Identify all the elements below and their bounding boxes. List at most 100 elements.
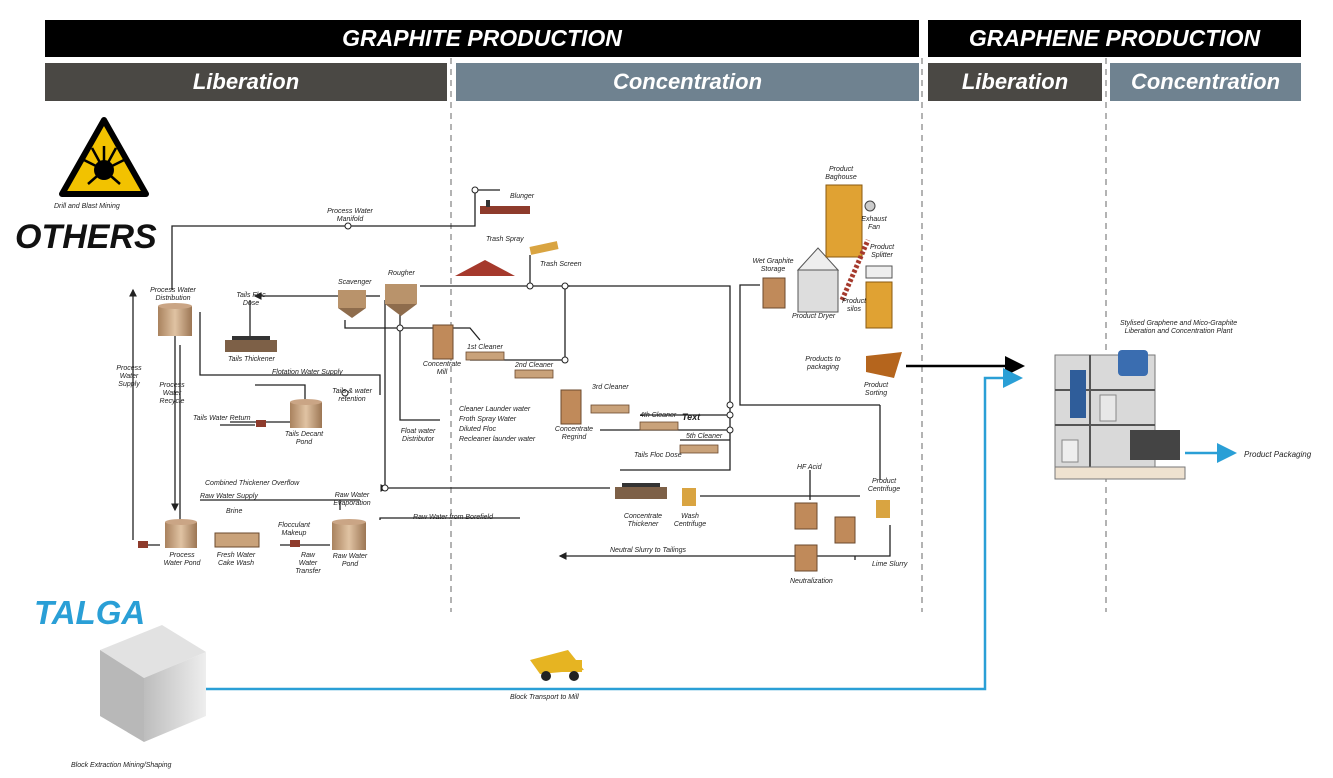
explosion-warning-icon <box>59 117 149 197</box>
neutralization-label: Neutralization <box>790 578 833 585</box>
block-transport-label: Block Transport to Mill <box>510 694 579 701</box>
fourth-cleaner-label: 4th Cleaner <box>640 412 677 419</box>
exhaust-fan-label: Exhaust Fan <box>861 216 887 231</box>
product-packaging-label: Product Packaging <box>1244 450 1312 459</box>
product-sorting-unit <box>866 352 902 378</box>
concentrate-thickener-unit <box>615 483 667 499</box>
scavenger-label: Scavenger <box>338 279 372 286</box>
tails-decant-pond-tank <box>290 399 322 428</box>
section-dividers <box>450 58 1107 612</box>
fifth-cleaner-label: 5th Cleaner <box>686 433 723 440</box>
cake-wash-unit <box>214 532 260 548</box>
plant-caption-line2: Liberation and Concentration Plant <box>1124 328 1233 335</box>
product-silos-unit <box>865 265 893 329</box>
graphene-plant-icon <box>1054 350 1186 480</box>
tails-floc-dose-label: Tails Floc Dose <box>236 292 266 307</box>
process-water-distribution-label: Process Water Distribution <box>150 287 196 302</box>
raw-water-pond-tank <box>332 519 366 550</box>
rougher-label: Rougher <box>388 270 415 277</box>
process-water-pond-label: Process Water Pond <box>163 552 201 567</box>
plant-caption: Stylised Graphene and Mico-Graphite Libe… <box>1120 320 1237 336</box>
diluted-floc-label: Diluted Floc <box>459 426 496 433</box>
process-water-manifold-label: Process Water Manifold <box>327 208 373 223</box>
product-sorting-label: Product Sorting <box>863 382 889 397</box>
wet-graphite-storage-label: Wet Graphite Storage <box>752 258 794 273</box>
raw-water-from-borefield-label: Raw Water from Borefield <box>413 514 494 521</box>
third-cleaner-label: 3rd Cleaner <box>592 384 629 391</box>
process-water-distribution-tank <box>158 303 192 336</box>
hf-acid-tanks <box>794 502 856 572</box>
scavenger-cell <box>338 290 366 318</box>
product-silos-label: Product silos <box>841 298 867 313</box>
block-extraction-label: Block Extraction Mining/Shaping <box>71 762 172 769</box>
tails-floc-dose-2-label: Tails Floc Dose <box>634 452 682 459</box>
neutral-slurry-label: Neutral Slurry to Tailings <box>610 547 686 554</box>
trash-screen-label: Trash Screen <box>540 261 582 268</box>
pumps <box>138 420 300 548</box>
brine-label: Brine <box>226 508 243 515</box>
concentrate-mill-label: Concentrate Mill <box>422 361 462 376</box>
froth-spray-water-label: Froth Spray Water <box>459 416 517 423</box>
text-label: Text <box>682 412 701 422</box>
talga-label: TALGA <box>34 594 146 631</box>
header-graphite-concentration: Concentration <box>456 63 919 101</box>
trash-spray-label: Trash Spray <box>486 236 524 243</box>
header-graphene-production: GRAPHENE PRODUCTION <box>928 20 1301 57</box>
process-water-recycle-label: Process Water Recycle <box>159 382 185 405</box>
concentrate-regrind-unit <box>560 389 582 425</box>
blunger-unit <box>480 200 530 214</box>
stone-block-icon <box>100 625 206 742</box>
process-water-pond-tank <box>165 519 197 548</box>
concentrate-thickener-label: Concentrate Thickener <box>623 513 663 528</box>
flocculant-makeup-label: Flocculant Makeup <box>278 522 310 537</box>
flow-lines <box>129 189 891 560</box>
plant-caption-line1: Stylised Graphene and Mico-Graphite <box>1120 320 1238 327</box>
talga-block-flow-line <box>205 368 1023 691</box>
tails-water-retention-label: Tails & water retention <box>332 388 372 403</box>
concentrate-regrind-label: Concentrate Regrind <box>554 426 594 441</box>
header-graphene-concentration: Concentration <box>1110 63 1301 101</box>
combined-thickener-overflow-label: Combined Thickener Overflow <box>205 480 300 487</box>
mining-truck-icon <box>530 650 584 681</box>
lime-slurry-label: Lime Slurry <box>872 561 908 568</box>
product-splitter-label: Product Splitter <box>869 244 895 259</box>
cleaner-launder-water-label: Cleaner Launder water <box>459 406 531 413</box>
rougher-cell <box>385 284 417 316</box>
raw-water-pond-label: Raw Water Pond <box>332 553 368 568</box>
raw-water-evaporation-label: Raw Water Evaporation <box>333 492 371 507</box>
product-centrifuge-label: Product Centrifuge <box>867 478 901 493</box>
wash-centrifuge-label: Wash Centrifuge <box>673 513 707 528</box>
fresh-water-cake-wash-label: Fresh Water Cake Wash <box>216 552 256 567</box>
tails-thickener-label: Tails Thickener <box>228 356 275 363</box>
tails-thickener-unit <box>225 336 277 352</box>
raw-water-transfer-label: Raw Water Transfer <box>295 552 321 575</box>
drill-blast-label: Drill and Blast Mining <box>54 203 120 210</box>
product-centrifuge-unit <box>876 500 890 518</box>
others-label: OTHERS <box>15 218 157 256</box>
blunger-label: Blunger <box>510 193 535 200</box>
wet-graphite-storage-unit <box>762 277 786 309</box>
process-water-supply-label: Process Water Supply <box>116 365 142 388</box>
trash-screen <box>529 241 559 255</box>
flotation-water-supply-label: Flotation Water Supply <box>272 369 343 376</box>
raw-water-supply-label: Raw Water Supply <box>200 493 258 500</box>
trash-pile <box>455 260 515 276</box>
hf-acid-label: HF Acid <box>797 464 822 471</box>
products-to-packaging-label: Products to packaging <box>805 356 841 371</box>
product-dryer-label: Product Dryer <box>792 313 836 320</box>
concentrate-mill-unit <box>432 324 454 360</box>
tails-decant-pond-label: Tails Decant Pond <box>284 431 324 446</box>
header-graphite-liberation: Liberation <box>45 63 447 101</box>
wash-centrifuge-unit <box>682 488 696 506</box>
cleaner-cells <box>465 351 719 454</box>
product-baghouse-label: Product Baghouse <box>825 166 857 181</box>
exhaust-fan-unit <box>864 200 876 212</box>
second-cleaner-label: 2nd Cleaner <box>515 362 554 369</box>
flow-junctions <box>341 186 734 492</box>
recleaner-launder-water-label: Recleaner launder water <box>459 436 536 443</box>
header-graphite-production: GRAPHITE PRODUCTION <box>45 20 919 57</box>
header-graphene-liberation: Liberation <box>928 63 1102 101</box>
float-water-distributor-label: Float water Distributor <box>400 428 436 443</box>
conveyor <box>839 239 871 301</box>
